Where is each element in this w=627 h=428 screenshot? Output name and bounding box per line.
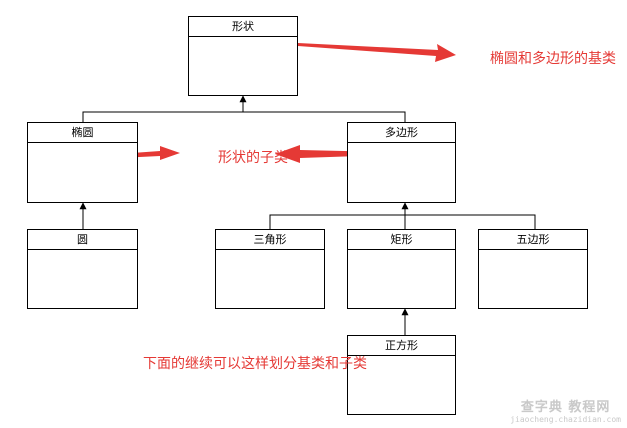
red-arrow-subclass-right [275, 145, 388, 163]
watermark-sub: jiaocheng.chazidian.com [510, 415, 621, 424]
class-box-ellipse: 椭圆 [27, 122, 138, 203]
class-name-pentagon: 五边形 [479, 230, 587, 250]
watermark: 查字典 教程网 jiaocheng.chazidian.com [510, 396, 621, 424]
class-name-circle: 圆 [28, 230, 137, 250]
annotation-subclasses: 形状的子类 [218, 150, 288, 166]
class-name-rectangle: 矩形 [348, 230, 455, 250]
class-name-shape: 形状 [189, 17, 297, 37]
watermark-main: 查字典 教程网 [520, 400, 611, 415]
annotation-base-classes: 椭圆和多边形的基类 [490, 51, 616, 67]
class-name-triangle: 三角形 [216, 230, 324, 250]
class-box-pentagon: 五边形 [478, 229, 588, 309]
connector-polygon-children [269, 205, 536, 229]
connector-shape-children [82, 97, 406, 122]
red-arrow-base-class [298, 43, 456, 62]
class-name-square: 正方形 [348, 336, 455, 356]
class-box-polygon: 多边形 [347, 122, 456, 203]
class-box-triangle: 三角形 [215, 229, 325, 309]
class-name-polygon: 多边形 [348, 123, 455, 143]
annotation-inheritance-note: 下面的继续可以这样划分基类和子类 [143, 356, 367, 372]
class-box-rectangle: 矩形 [347, 229, 456, 309]
class-name-ellipse: 椭圆 [28, 123, 137, 143]
class-box-square: 正方形 [347, 335, 456, 415]
class-box-circle: 圆 [27, 229, 138, 309]
class-box-shape: 形状 [188, 16, 298, 96]
